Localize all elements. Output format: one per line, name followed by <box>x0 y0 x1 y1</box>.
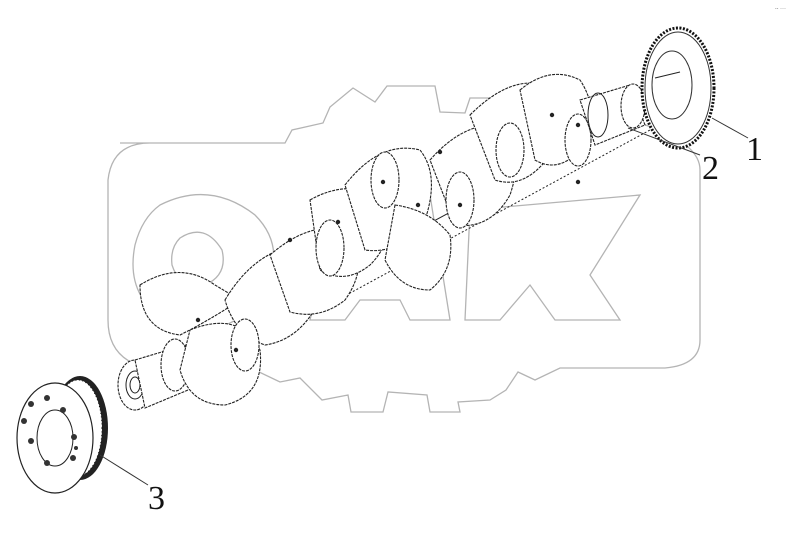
callout-2: 2 <box>702 150 719 187</box>
leader-3 <box>99 454 149 486</box>
leader-2 <box>627 127 701 156</box>
pulley-part-3 <box>16 376 108 494</box>
crankshaft <box>117 73 651 411</box>
callout-3: 3 <box>148 480 165 517</box>
corner-mark: ·- ··· <box>774 6 786 12</box>
leader-1 <box>711 117 749 139</box>
ring-gear-part-1 <box>640 26 716 150</box>
callout-1: 1 <box>746 131 763 168</box>
